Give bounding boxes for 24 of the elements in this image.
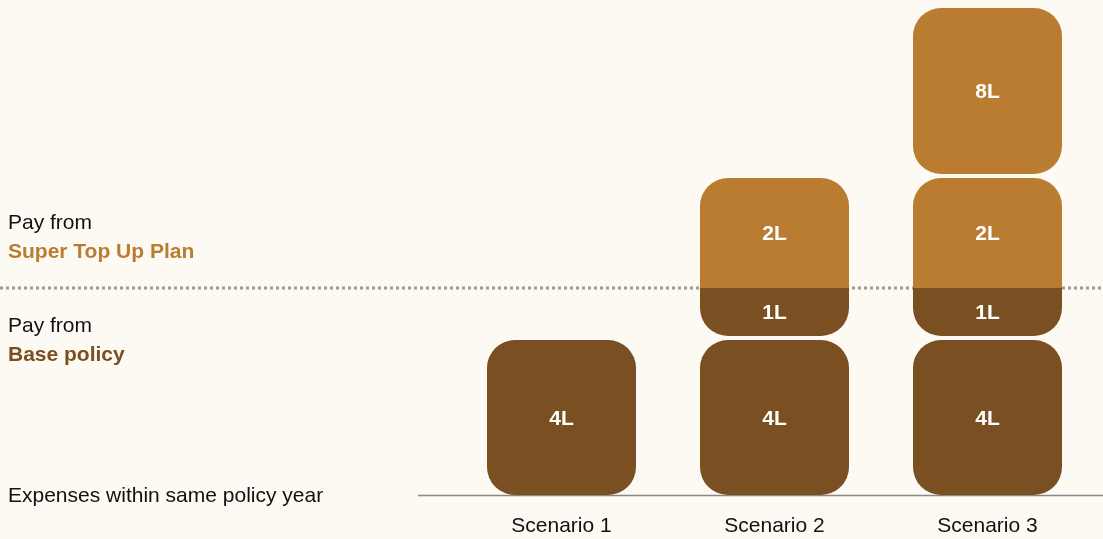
amount-label: 1L [762, 300, 787, 324]
amount-label: 8L [975, 79, 1000, 103]
amount-label: 4L [975, 405, 1000, 430]
amount-label: 4L [762, 405, 787, 430]
amount-block [913, 340, 1062, 495]
amount-segment [700, 288, 849, 336]
amount-label: 1L [975, 300, 1000, 324]
section-label: Base policy [8, 342, 125, 366]
amount-block [487, 340, 636, 495]
axis-label: Expenses within same policy year [8, 483, 324, 507]
scenario-label: Scenario 3 [937, 513, 1038, 537]
amount-segment [700, 178, 849, 288]
section-label: Pay from [8, 210, 93, 234]
amount-segment [913, 288, 1062, 336]
scenario-label: Scenario 1 [511, 513, 612, 537]
amount-block [913, 8, 1062, 174]
amount-segment [913, 178, 1062, 288]
scenario-label: Scenario 2 [724, 513, 825, 537]
amount-block [700, 340, 849, 495]
amount-label: 2L [975, 221, 1000, 245]
section-label: Super Top Up Plan [8, 239, 195, 263]
amount-label: 2L [762, 221, 787, 245]
amount-label: 4L [549, 405, 574, 430]
section-label: Pay from [8, 313, 93, 337]
